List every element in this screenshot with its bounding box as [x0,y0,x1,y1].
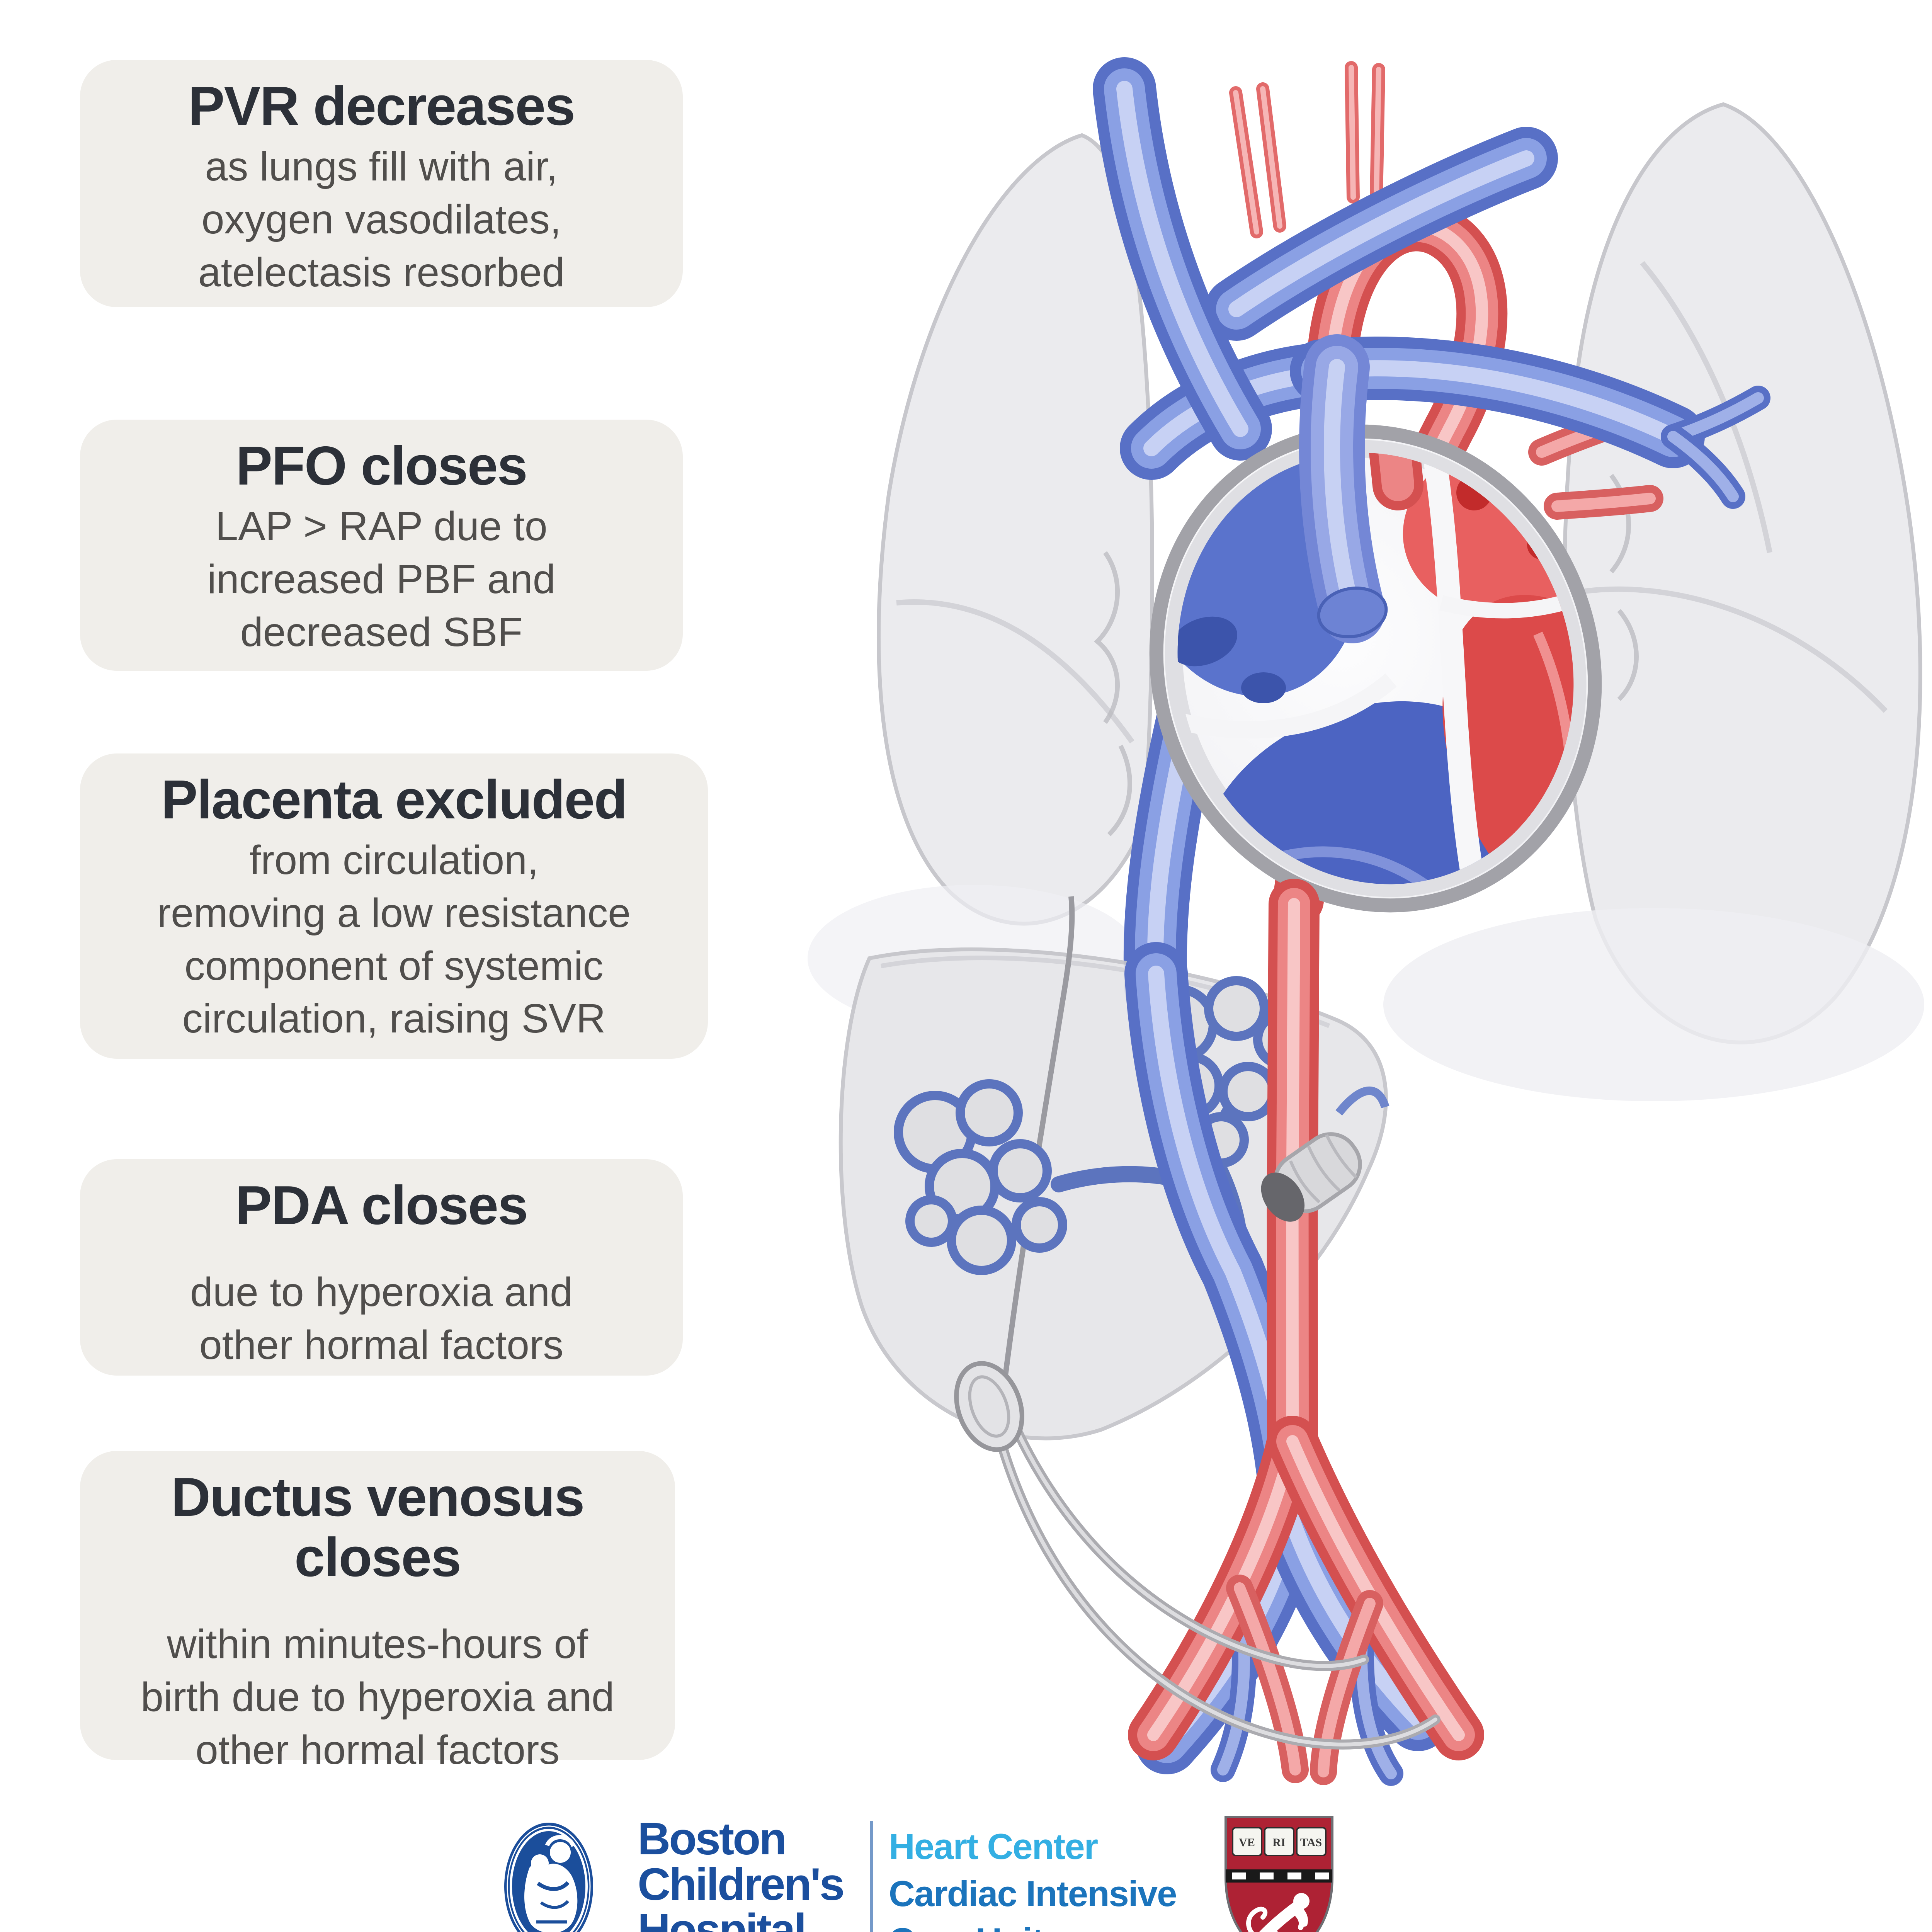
info-box-ductus-venosus: Ductus venosus closes within minutes-hou… [80,1451,675,1773]
info-box-title: PDA closes [235,1175,528,1236]
right-lung [877,133,1155,926]
heart-center-wordmark: Heart Center Cardiac Intensive Care Unit [889,1823,1177,1932]
bch-line-3: Hospital [638,1905,807,1932]
harvard-shield: VE RI TAS [1225,1816,1333,1932]
bch-line-1: Boston [638,1813,787,1864]
info-box-pvr: PVR decreases as lungs fill with air, ox… [80,60,683,307]
info-box-body: from circulation, removing a low resista… [157,837,631,1042]
aortic-arch [1229,61,1482,900]
info-box-pda: PDA closes due to hyperoxia and other ho… [80,1159,683,1376]
stump-vessel-hook [1335,1086,1389,1116]
info-box-title: Ductus venosus closes [171,1466,585,1588]
nurse-and-child-figure [524,1835,578,1932]
info-box-body: within minutes-hours of birth due to hyp… [141,1621,614,1773]
info-box-title: PFO closes [236,435,527,497]
bch-oval-logo [504,1823,593,1932]
svg-text:TAS: TAS [1300,1836,1322,1849]
info-box-placenta: Placenta excluded from circulation, remo… [80,753,708,1059]
left-lung [1562,102,1922,1044]
bch-wordmark: Boston Children's Hospital [638,1813,845,1932]
ligamentum-teres [1002,896,1075,1382]
info-box-body: LAP > RAP due to increased PBF and decre… [207,503,556,655]
diaphragm-shade [1383,908,1924,1101]
umbilicus [954,1361,1024,1452]
heart-center-line: Heart Center [889,1826,1098,1867]
pulmonary-trunk [1315,367,1388,642]
cicu-line-2: Care Unit [889,1917,1176,1932]
logo-divider [870,1821,873,1932]
info-box-body: due to hyperoxia and other hormal factor… [190,1269,573,1368]
info-box-pfo: PFO closes LAP > RAP due to increased PB… [80,420,683,671]
lion-rampant [1246,1893,1310,1932]
cicu-line-1: Cardiac Intensive [889,1873,1177,1914]
veritas-books: VE RI TAS [1232,1827,1327,1856]
bch-line-2: Children's [638,1859,845,1910]
anatomy-illustration [808,31,1924,1793]
svg-text:VE: VE [1239,1836,1255,1849]
info-box-title: Placenta excluded [161,769,628,830]
ductus-venosus-stump [1261,1132,1362,1222]
svg-text:RI: RI [1272,1836,1285,1849]
info-box-title: PVR decreases [188,75,575,137]
info-box-body: as lungs fill with air, oxygen vasodilat… [198,144,565,295]
